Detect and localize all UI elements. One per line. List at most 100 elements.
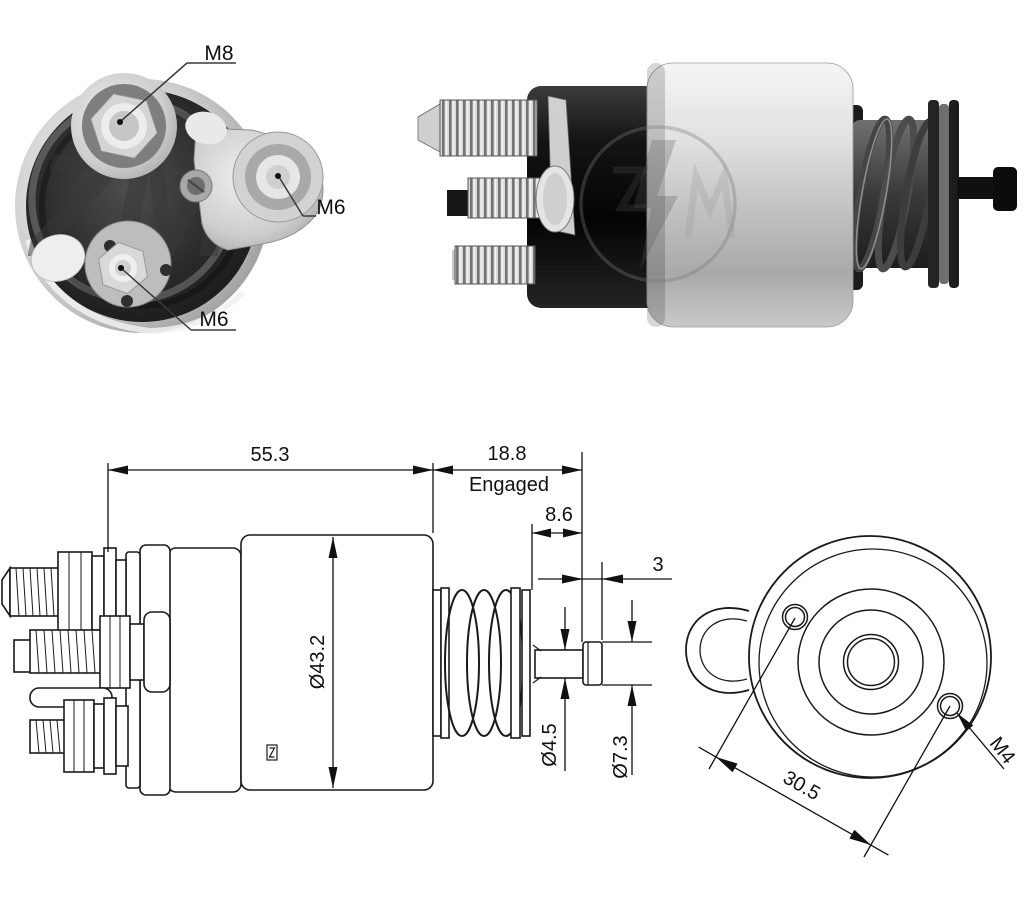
arrow xyxy=(433,465,453,475)
terminal-leaders xyxy=(117,62,316,331)
arrow xyxy=(413,465,433,475)
solenoid-side-photo xyxy=(417,62,1017,328)
drawing-m6-mid-stud xyxy=(13,611,171,693)
m6b-washer3 xyxy=(115,705,129,767)
solder-blob xyxy=(185,111,227,145)
solenoid-can xyxy=(646,62,854,328)
m4-hole-a-inner xyxy=(784,606,806,628)
flange-outline xyxy=(748,535,992,779)
side-dimensions xyxy=(107,452,672,788)
flange-ear-inner xyxy=(699,618,748,682)
bore-circle-outer xyxy=(842,633,900,691)
m8-stud-photo xyxy=(439,99,538,157)
spring-seat-right2 xyxy=(521,589,531,737)
m6m-nut-lines xyxy=(109,616,121,688)
m6-plate-hole xyxy=(160,264,172,276)
m6-right-leader-dot xyxy=(275,173,281,179)
arrow xyxy=(560,678,570,699)
dim-hole-spacing: 30.5 xyxy=(779,767,824,805)
coil1 xyxy=(444,589,480,737)
mini-logo-mark xyxy=(268,747,276,758)
dim-engaged-note: Engaged xyxy=(469,474,549,496)
side-dimension-arrows xyxy=(108,465,637,788)
m8-leader-line xyxy=(120,62,188,122)
bore-circle-inner xyxy=(846,637,896,687)
m6-bottom-leader-dot xyxy=(118,265,124,271)
m6b-washer2 xyxy=(103,697,117,775)
arrow xyxy=(957,713,974,732)
dim-body-length: 55.3 xyxy=(251,444,290,466)
side-dimension-texts: 55.3 18.8 Engaged 8.6 3 Ø43.2 Ø4.5 Ø7.3 xyxy=(251,443,664,779)
zm-emblem-z xyxy=(613,166,650,212)
m6m-washer xyxy=(129,623,145,681)
m8-label: M8 xyxy=(204,42,233,65)
m8-threads xyxy=(15,567,55,617)
dim-head-thickness: 3 xyxy=(652,554,663,576)
dim-head-diameter: Ø7.3 xyxy=(610,735,632,778)
dim-plunger-travel: 18.8 xyxy=(488,443,527,465)
arrow xyxy=(849,829,871,845)
hub-circle-mid xyxy=(818,609,924,715)
pin-head xyxy=(993,167,1017,211)
drawing-m6-bottom-stud xyxy=(29,697,129,775)
zm-emblem-bolt xyxy=(633,140,678,270)
m8-terminal-boss xyxy=(71,73,177,179)
m6-bottom-label: M6 xyxy=(199,308,228,331)
pin-rod-drawing xyxy=(534,649,584,679)
flange-dimension-arrows xyxy=(716,713,974,845)
m6b-threads xyxy=(35,719,61,754)
arrow xyxy=(602,574,623,584)
drawing-spring xyxy=(432,587,531,739)
side-dimension-drawing: 55.3 18.8 Engaged 8.6 3 Ø43.2 Ø4.5 Ø7.3 xyxy=(1,443,672,796)
zm-emblem-ring xyxy=(579,125,737,283)
pin-head-drawing xyxy=(582,641,603,686)
terminal-end-photo: ZM xyxy=(15,42,346,335)
m6b-nut xyxy=(63,699,95,773)
m6m-boss-plate xyxy=(143,611,171,693)
m8-nut-lines xyxy=(68,552,82,634)
m6m-threads xyxy=(35,629,96,674)
can-left-shade xyxy=(647,63,665,327)
m6-bottom-leader-line xyxy=(121,268,192,331)
stud-washer-core xyxy=(543,173,567,225)
spring-seat-left1 xyxy=(432,589,442,737)
stop-ring-light xyxy=(939,104,949,284)
drawing-pin xyxy=(532,641,603,686)
wire-lug xyxy=(30,234,86,282)
arrow xyxy=(562,465,582,475)
arrow xyxy=(627,621,637,642)
m6b-washer1 xyxy=(93,703,105,769)
dim-spring-length: 8.6 xyxy=(545,504,573,526)
arrow xyxy=(328,537,338,558)
pin-rod xyxy=(957,177,997,199)
flange-plate-edge xyxy=(758,548,988,778)
dim-hole-thread: M4 xyxy=(985,733,1019,768)
ext-305-a xyxy=(708,617,796,770)
m4-hole-b-inner xyxy=(939,695,961,717)
arrow xyxy=(562,574,583,584)
hub-circle-outer xyxy=(797,588,945,736)
m6m-nut xyxy=(99,615,131,689)
rivet-slot xyxy=(187,179,205,193)
drawing-m8-stud xyxy=(1,547,127,639)
m8-stud-tip xyxy=(417,103,441,153)
dim-body-diameter: Ø43.2 xyxy=(307,635,329,689)
coil2 xyxy=(466,589,502,737)
arrow xyxy=(532,528,551,538)
arrow xyxy=(108,465,128,475)
mini-logo-box xyxy=(266,744,278,761)
spring-coil-highlight xyxy=(855,118,893,270)
arrow xyxy=(563,528,582,538)
rear-cap-block xyxy=(167,547,242,793)
m6b-shaft xyxy=(29,719,67,754)
m6-stud-tip-black xyxy=(447,190,471,216)
m6-plate-hole xyxy=(121,295,133,307)
arrow xyxy=(716,757,738,773)
zm-mini-logo-stamp xyxy=(266,744,278,761)
m6m-shaft xyxy=(29,629,103,674)
m6-stud2-photo xyxy=(454,245,536,285)
m6-right-label: M6 xyxy=(316,196,345,219)
m8-nut xyxy=(57,551,93,635)
arrow xyxy=(627,685,637,706)
